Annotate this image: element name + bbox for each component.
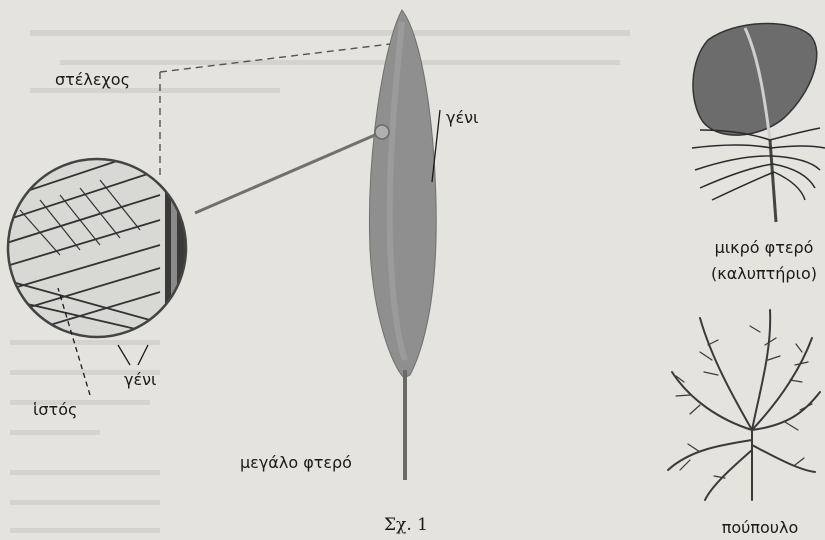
- label-down-feather: πούπουλο: [722, 520, 799, 536]
- large-feather: [369, 10, 440, 480]
- label-vane-left: γένι: [124, 372, 156, 388]
- label-stem: στέλεχος: [55, 72, 130, 88]
- label-small-feather: μικρό φτερό: [715, 240, 814, 256]
- label-small-feather-covert: (καλυπτήριο): [711, 266, 817, 282]
- magnified-area-marker: [375, 125, 389, 139]
- label-vane-right: γένι: [446, 110, 478, 126]
- small-feather: [692, 24, 825, 222]
- down-feather: [668, 310, 820, 500]
- connector-lines: [160, 44, 390, 213]
- magnified-detail: [0, 140, 191, 345]
- label-large-feather: μεγάλο φτερό: [240, 455, 352, 471]
- label-web: ἱστός: [33, 402, 77, 418]
- figure-caption: Σχ. 1: [384, 517, 428, 534]
- large-feather-vane: [369, 10, 436, 378]
